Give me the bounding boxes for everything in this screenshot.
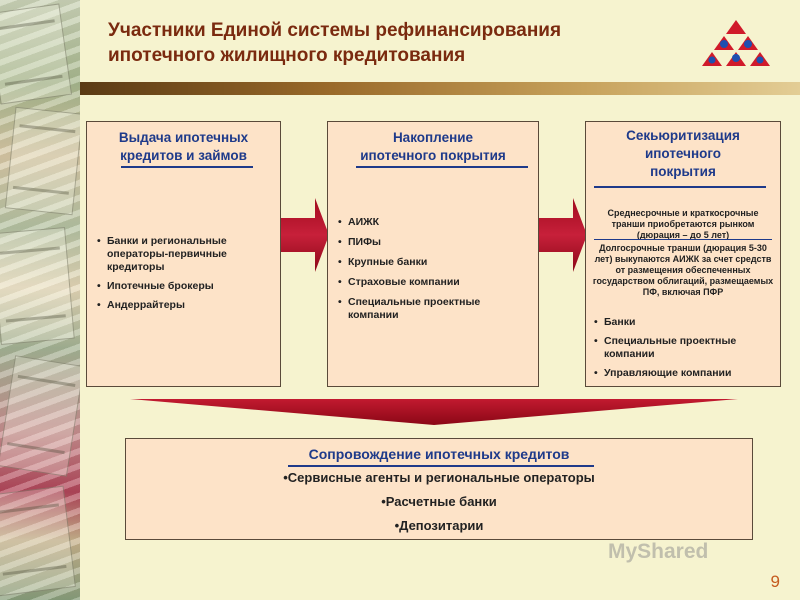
issuance-box: Выдача ипотечных кредитов и займов Банки…	[86, 121, 281, 387]
list-item: ПИФы	[338, 236, 528, 249]
securitization-heading-line-2: ипотечного	[644, 146, 722, 161]
support-heading-underline	[288, 465, 594, 467]
header-divider	[80, 82, 800, 95]
support-box: Сопровождение ипотечных кредитов •Сервис…	[125, 438, 753, 540]
list-item: •Сервисные агенты и региональные операто…	[283, 470, 595, 485]
list-item: Крупные банки	[338, 256, 528, 269]
accumulation-heading-underline	[356, 166, 528, 168]
list-item: Банки	[594, 316, 776, 329]
issuance-heading: Выдача ипотечных кредитов и займов	[87, 129, 280, 165]
list-item: •Депозитарии	[394, 518, 484, 533]
list-item: Страховые компании	[338, 276, 528, 289]
title-line-2: ипотечного жилищного кредитования	[108, 45, 466, 66]
list-item: Специальные проектные компании	[338, 296, 528, 322]
list-item: Управляющие компании	[594, 367, 776, 380]
short-tranches-note: Среднесрочные и краткосрочные транши при…	[607, 208, 759, 240]
converging-arrow-icon	[130, 399, 738, 425]
banknote-collage-decoration	[0, 0, 80, 600]
page-number: 9	[770, 572, 780, 591]
accumulation-heading: Накопление ипотечного покрытия	[328, 129, 538, 165]
support-list: •Сервисные агенты и региональные операто…	[126, 470, 752, 534]
securitization-heading-underline	[594, 186, 766, 188]
logo-icon	[702, 20, 770, 66]
list-item: АИЖК	[338, 216, 528, 229]
securitization-heading-line-3: покрытия	[650, 164, 716, 179]
accumulation-list: АИЖК ПИФы Крупные банки Страховые компан…	[338, 216, 528, 322]
list-item: Ипотечные брокеры	[97, 280, 269, 293]
list-item: •Расчетные банки	[381, 494, 497, 509]
page-title: Участники Единой системы рефинансировани…	[108, 18, 668, 68]
arrow-right-icon	[539, 198, 587, 272]
securitization-list: Банки Специальные проектные компании Упр…	[594, 316, 776, 380]
list-item: Специальные проектные компании	[594, 335, 776, 361]
list-item: Андеррайтеры	[97, 299, 269, 312]
securitization-box: Секьюритизация ипотечного покрытия Средн…	[585, 121, 781, 387]
accumulation-heading-line-2: ипотечного покрытия	[360, 148, 506, 163]
issuance-heading-underline	[121, 166, 253, 168]
issuance-heading-line-1: Выдача ипотечных	[118, 130, 249, 145]
issuance-list: Банки и региональные операторы-первичные…	[97, 235, 269, 312]
securitization-heading-line-1: Секьюритизация	[626, 128, 740, 143]
accumulation-heading-line-1: Накопление	[392, 130, 474, 145]
accumulation-box: Накопление ипотечного покрытия АИЖК ПИФы…	[327, 121, 539, 387]
list-item: Банки и региональные операторы-первичные…	[97, 235, 269, 274]
issuance-heading-line-2: кредитов и займов	[120, 148, 247, 163]
arrow-right-icon	[281, 198, 329, 272]
securitization-heading: Секьюритизация ипотечного покрытия	[586, 127, 780, 181]
support-heading: Сопровождение ипотечных кредитов	[308, 446, 570, 462]
note-separator	[594, 239, 772, 240]
long-tranches-note: Долгосрочные транши (дюрация 5-30 лет) в…	[592, 243, 774, 297]
watermark: MyShared	[608, 540, 709, 563]
title-line-1: Участники Единой системы рефинансировани…	[108, 20, 562, 41]
